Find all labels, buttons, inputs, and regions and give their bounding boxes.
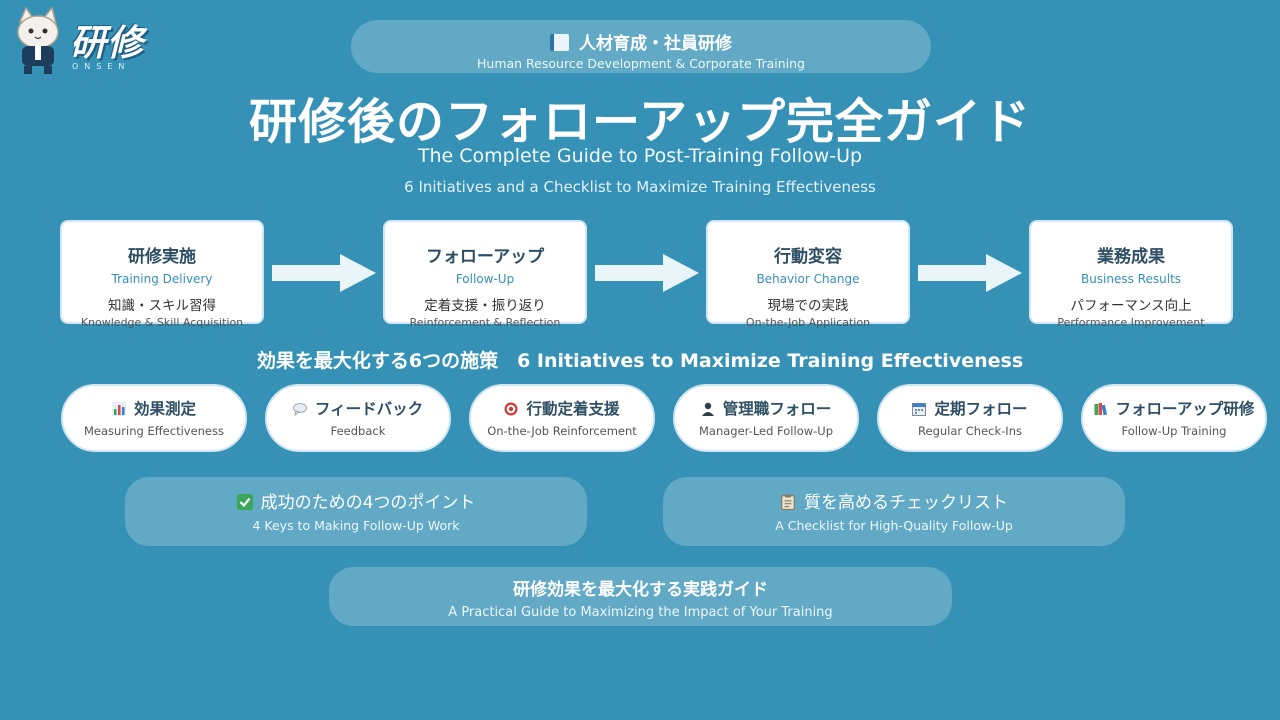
step-description: 定着支援・振り返り — [424, 298, 546, 314]
step-title: 研修実施 — [128, 247, 196, 267]
initiative-on-the-job-reinforcement[interactable]: 行動定着支援 On-the-Job Reinforcement — [469, 384, 655, 452]
step-title-en: Business Results — [1080, 272, 1182, 286]
initiative-title-en: Feedback — [330, 424, 386, 438]
initiatives-heading: 効果を最大化する6つの施策 6 Initiatives to Maximize … — [256, 350, 1024, 372]
checkmark-icon — [236, 494, 253, 510]
step-title: 業務成果 — [1097, 247, 1165, 267]
step-description-en: Performance Improvement — [1057, 316, 1205, 329]
clipboard-icon — [781, 494, 795, 510]
four-keys-section[interactable]: 成功のための4つのポイント 4 Keys to Making Follow-Up… — [125, 477, 587, 546]
page-subtitle: The Complete Guide to Post-Training Foll… — [417, 145, 863, 167]
logo-subtext: ONSEN — [72, 62, 131, 71]
initiative-measuring-effectiveness[interactable]: 効果測定 Measuring Effectiveness — [61, 384, 247, 452]
step-title: 行動変容 — [774, 247, 842, 267]
initiative-title: 行動定着支援 — [526, 400, 620, 418]
step-title-en: Follow-Up — [455, 272, 515, 286]
initiative-title-en: Follow-Up Training — [1121, 424, 1227, 438]
four-keys-title: 成功のための4つのポイント — [260, 493, 476, 513]
target-icon — [504, 402, 518, 416]
flow-step-behavior-change: 行動変容 Behavior Change 現場での実践 On-the-Job A… — [706, 220, 910, 329]
step-title-en: Training Delivery — [111, 272, 213, 286]
initiative-title-en: Regular Check-Ins — [918, 424, 1022, 438]
checklist-section[interactable]: 質を高めるチェックリスト A Checklist for High-Qualit… — [663, 477, 1125, 546]
step-title-en: Behavior Change — [756, 272, 860, 286]
header-subtitle: Human Resource Development & Corporate T… — [477, 56, 805, 71]
initiative-title: 定期フォロー — [934, 400, 1028, 418]
initiative-title: フィードバック — [314, 400, 424, 418]
header-banner: 人材育成・社員研修 Human Resource Development & C… — [351, 20, 931, 73]
books-icon — [1094, 403, 1107, 416]
initiative-manager-led-follow-up[interactable]: 管理職フォロー Manager-Led Follow-Up — [673, 384, 859, 452]
initiative-feedback[interactable]: フィードバック Feedback — [265, 384, 451, 452]
initiative-regular-check-ins[interactable]: 定期フォロー Regular Check-Ins — [877, 384, 1063, 452]
cat-mascot-icon — [17, 6, 59, 74]
site-logo[interactable]: 研修 ONSEN — [6, 4, 246, 76]
step-description: パフォーマンス向上 — [1070, 298, 1192, 314]
practical-guide-banner[interactable]: 研修効果を最大化する実践ガイド A Practical Guide to Max… — [329, 567, 952, 626]
speech-bubble-icon — [292, 403, 307, 416]
checklist-title: 質を高めるチェックリスト — [804, 493, 1008, 513]
practical-guide-subtitle: A Practical Guide to Maximizing the Impa… — [448, 605, 833, 620]
step-title: フォローアップ — [425, 247, 545, 267]
step-description-en: Reinforcement & Reflection — [409, 316, 561, 329]
book-icon — [550, 34, 569, 51]
initiative-title: 効果測定 — [133, 400, 196, 418]
step-description-en: On-the-Job Application — [745, 316, 871, 329]
logo-text: 研修 — [70, 23, 145, 64]
initiative-title-en: Manager-Led Follow-Up — [699, 424, 833, 438]
four-keys-subtitle: 4 Keys to Making Follow-Up Work — [252, 518, 460, 533]
initiative-follow-up-training[interactable]: フォローアップ研修 Follow-Up Training — [1081, 384, 1267, 452]
bar-chart-icon — [111, 402, 126, 416]
initiative-title: フォローアップ研修 — [1115, 400, 1255, 418]
initiative-title-en: On-the-Job Reinforcement — [487, 424, 637, 438]
flow-step-training-delivery: 研修実施 Training Delivery 知識・スキル習得 Knowledg… — [60, 220, 264, 329]
header-title: 人材育成・社員研修 — [579, 34, 732, 54]
step-description-en: Knowledge & Skill Acquisition — [80, 316, 244, 329]
page-title: 研修後のフォローアップ完全ガイド — [248, 94, 1032, 150]
step-description: 現場での実践 — [767, 298, 849, 314]
arrow-right-icon — [595, 254, 699, 292]
person-icon — [701, 402, 714, 416]
arrow-right-icon — [272, 254, 376, 292]
calendar-icon — [912, 403, 927, 416]
initiative-title: 管理職フォロー — [722, 400, 832, 418]
arrow-right-icon — [918, 254, 1022, 292]
practical-guide-title: 研修効果を最大化する実践ガイド — [513, 580, 768, 600]
initiative-title-en: Measuring Effectiveness — [83, 424, 224, 438]
page-tagline: 6 Initiatives and a Checklist to Maximiz… — [404, 178, 876, 196]
flow-step-follow-up: フォローアップ Follow-Up 定着支援・振り返り Reinforcemen… — [383, 220, 587, 329]
step-description: 知識・スキル習得 — [108, 298, 216, 314]
checklist-subtitle: A Checklist for High-Quality Follow-Up — [775, 518, 1013, 533]
flow-step-business-results: 業務成果 Business Results パフォーマンス向上 Performa… — [1029, 220, 1233, 329]
